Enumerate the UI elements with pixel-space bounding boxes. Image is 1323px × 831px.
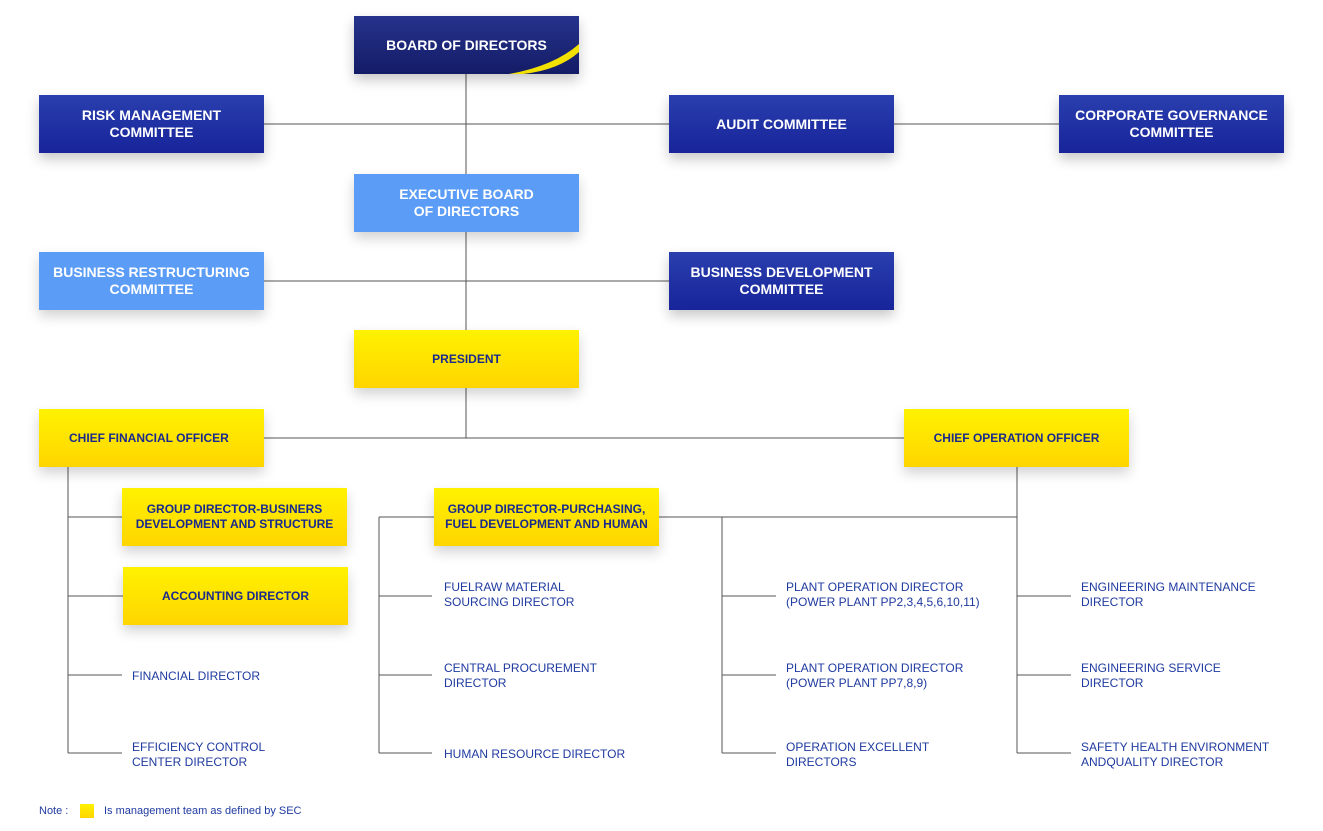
accounting-director-box: ACCOUNTING DIRECTOR — [123, 567, 348, 625]
financial-director-label: FINANCIAL DIRECTOR — [132, 669, 261, 683]
board-of-directors-label: BOARD OF DIRECTORS — [386, 36, 547, 53]
risk-management-committee-label: RISK MANAGEMENT COMMITTEE — [81, 107, 222, 140]
engineering-maintenance-director-label: ENGINEERING MAINTENANCE DIRECTOR — [1081, 580, 1256, 609]
note-text: Is management team as defined by SEC — [104, 805, 302, 817]
group-director-business-box: GROUP DIRECTOR-BUSINERS DEVELOPMENT AND … — [122, 488, 347, 546]
president-label: PRESIDENT — [432, 351, 501, 366]
business-restructuring-committee-box: BUSINESS RESTRUCTURING COMMITTEE — [39, 252, 264, 310]
corporate-governance-committee-box: CORPORATE GOVERNANCE COMMITTEE — [1059, 95, 1284, 153]
hr-director-label: HUMAN RESOURCE DIRECTOR — [444, 747, 626, 761]
procurement-director-label: CENTRAL PROCUREMENT DIRECTOR — [444, 661, 597, 690]
business-development-committee-box: BUSINESS DEVELOPMENT COMMITTEE — [669, 252, 894, 310]
fuel-director-label: FUELRAW MATERIAL SOURCING DIRECTOR — [444, 580, 575, 609]
note-label: Note : — [39, 805, 69, 817]
executive-board-label: EXECUTIVE BOARD OF DIRECTORS — [399, 186, 534, 219]
business-restructuring-committee-label: BUSINESS RESTRUCTURING COMMITTEE — [53, 264, 250, 297]
accounting-director-label: ACCOUNTING DIRECTOR — [161, 588, 310, 603]
board-of-directors-box: BOARD OF DIRECTORS — [354, 16, 579, 74]
president-box: PRESIDENT — [354, 330, 579, 388]
corporate-governance-committee-label: CORPORATE GOVERNANCE COMMITTEE — [1075, 107, 1268, 140]
risk-management-committee-box: RISK MANAGEMENT COMMITTEE — [39, 95, 264, 153]
audit-committee-label: AUDIT COMMITTEE — [716, 115, 847, 132]
safety-director-label: SAFETY HEALTH ENVIRONMENT ANDQUALITY DIR… — [1081, 740, 1270, 769]
coo-box: CHIEF OPERATION OFFICER — [904, 409, 1129, 467]
group-director-business-label: GROUP DIRECTOR-BUSINERS DEVELOPMENT AND … — [135, 502, 334, 531]
cfo-box: CHIEF FINANCIAL OFFICER — [39, 409, 264, 467]
group-director-purchasing-box: GROUP DIRECTOR-PURCHASING, FUEL DEVELOPM… — [434, 488, 659, 546]
efficiency-director-label: EFFICIENCY CONTROL CENTER DIRECTOR — [132, 740, 266, 769]
operation-excellent-directors-label: OPERATION EXCELLENT DIRECTORS — [786, 740, 930, 769]
executive-board-box: EXECUTIVE BOARD OF DIRECTORS — [354, 174, 579, 232]
plant-operation-director-1-label: PLANT OPERATION DIRECTOR (POWER PLANT PP… — [786, 580, 980, 609]
engineering-service-director-label: ENGINEERING SERVICE DIRECTOR — [1081, 661, 1221, 690]
coo-label: CHIEF OPERATION OFFICER — [933, 430, 1100, 445]
cfo-label: CHIEF FINANCIAL OFFICER — [69, 430, 229, 445]
management-legend-swatch — [80, 804, 94, 818]
plant-operation-director-2-label: PLANT OPERATION DIRECTOR (POWER PLANT PP… — [786, 661, 964, 690]
swoosh-icon — [509, 44, 579, 74]
group-director-purchasing-label: GROUP DIRECTOR-PURCHASING, FUEL DEVELOPM… — [445, 502, 648, 531]
audit-committee-box: AUDIT COMMITTEE — [669, 95, 894, 153]
business-development-committee-label: BUSINESS DEVELOPMENT COMMITTEE — [690, 264, 873, 297]
